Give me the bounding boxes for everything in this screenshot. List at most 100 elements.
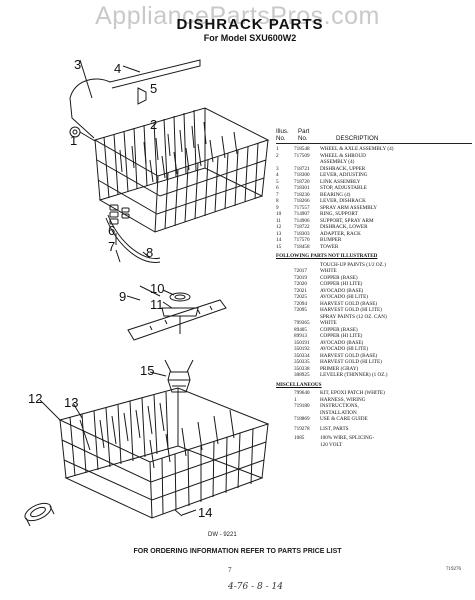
parts-row: 120 VOLT	[276, 442, 472, 449]
part-number: 1085	[294, 435, 305, 441]
parts-row: TOUCH-UP PAINTS (1/2 OZ.)	[276, 262, 472, 269]
part-description: HARNESS, WIRING	[320, 396, 366, 403]
part-number: 718720	[294, 178, 310, 185]
part-number: 719180	[294, 403, 310, 409]
part-number: 350192	[294, 346, 310, 352]
misc-heading: Miscellaneous	[276, 381, 322, 388]
col-part-no: No.	[298, 135, 308, 142]
part-description: 120 VOLT	[320, 441, 343, 448]
part-description: COPPER (HI LITE)	[320, 333, 363, 339]
illus-number: 9	[276, 204, 279, 211]
parts-row: 72025 AVOCADO (HI LITE)	[276, 294, 472, 301]
part-description: COPPER (HI LITE)	[320, 281, 363, 287]
part-description: HARVEST GOLD (HI LITE)	[320, 307, 382, 313]
part-number: 718300	[294, 172, 310, 178]
illus-number: 6	[276, 185, 279, 191]
part-description: SPRAY ARM ASSEMBLY	[320, 204, 378, 211]
part-number: 72095	[294, 307, 307, 313]
illus-number: 14	[276, 237, 282, 243]
part-description: RING, SUPPORT	[320, 211, 358, 217]
part-description: TOWER	[320, 243, 339, 250]
illus-number: 1	[276, 146, 279, 152]
parts-row: 1 718548 WHEEL & AXLE ASSEMBLY (4)	[276, 146, 472, 153]
callout-8: 8	[146, 245, 154, 260]
exploded-parts-diagram	[24, 59, 270, 527]
part-number: 1	[294, 396, 297, 403]
callout-7: 7	[108, 239, 116, 254]
header-rule	[276, 143, 472, 144]
part-number: 718266	[294, 198, 310, 204]
part-number: 719278	[294, 425, 310, 432]
illus-number: 11	[276, 217, 281, 224]
part-number: 72094	[294, 300, 307, 307]
callout-11: 11	[150, 297, 164, 312]
ordering-info: FOR ORDERING INFORMATION REFER TO PARTS …	[133, 548, 342, 555]
parts-row: 8 718266 LEVER, DISHRACK	[276, 198, 472, 205]
tower-illustration	[149, 359, 194, 393]
part-description: DISHRACK, UPPER	[320, 165, 366, 172]
part-description: INSTRUCTIONS,	[320, 403, 359, 409]
part-description: LEVER, ADJUSTING	[320, 172, 368, 178]
part-number: 718869	[294, 416, 310, 422]
part-description: WHEEL & AXLE ASSEMBLY (4)	[320, 146, 394, 152]
illus-number: 12	[276, 224, 282, 230]
illus-number: 13	[276, 230, 282, 237]
part-description: AVOCADO (BASE)	[320, 339, 364, 346]
part-number: 718548	[294, 146, 310, 152]
parts-row: 9 717557 SPRAY ARM ASSEMBLY	[276, 205, 472, 212]
model-subtitle: For Model SXU600W2	[203, 33, 297, 43]
callout-5: 5	[150, 81, 158, 96]
part-description: COPPER (BASE)	[320, 326, 358, 333]
part-number: 72025	[294, 294, 307, 300]
part-number: 718301	[294, 185, 310, 191]
part-description: WHITE	[320, 320, 337, 326]
illus-number: 8	[276, 198, 279, 204]
part-number: 308925	[294, 372, 310, 378]
illus-number	[276, 442, 294, 449]
part-description: COPPER (BASE)	[320, 274, 358, 281]
illus-number: 7	[276, 191, 279, 198]
part-number: 72017	[294, 268, 307, 274]
part-number: 799365	[294, 320, 310, 326]
part-number: 718721	[294, 165, 310, 172]
part-description: HARVEST GOLD (HI LITE)	[320, 359, 382, 365]
part-description: TOUCH-UP PAINTS (1/2 OZ.)	[320, 261, 386, 268]
part-number: 718722	[294, 224, 310, 230]
callout-6: 6	[108, 223, 116, 238]
spray-arm-illustration	[127, 285, 227, 341]
part-number: 717557	[294, 204, 310, 211]
part-number: 72019	[294, 274, 307, 281]
part-description: STOP, ADJUSTABLE	[320, 185, 367, 191]
parts-row: 1 HARNESS, WIRING	[276, 397, 472, 404]
not-illustrated-heading: Following Parts Not Illustrated	[276, 253, 378, 259]
part-description: AVOCADO (HI LITE)	[320, 294, 369, 300]
part-number: 717509	[294, 152, 310, 159]
part-description: DISHRACK, LOWER	[320, 224, 368, 230]
part-description: ASSEMBLY (4)	[320, 159, 355, 165]
illus-number: 3	[276, 165, 279, 172]
part-description: AVOCADO (HI LITE)	[320, 346, 369, 352]
part-description: INSTALLATION	[320, 409, 357, 416]
part-description: LEVER, DISHRACK	[320, 198, 366, 204]
parts-row: 718869 USE & CARE GUIDE	[276, 416, 472, 423]
col-illus-no: No.	[276, 135, 286, 142]
part-description: USE & CARE GUIDE	[320, 416, 368, 422]
callout-9: 9	[119, 289, 127, 304]
lower-dishrack-illustration	[58, 387, 270, 519]
part-number: 350334	[294, 352, 310, 359]
part-description: BEARING (4)	[320, 191, 351, 198]
part-description: LIST, PARTS	[320, 425, 349, 432]
